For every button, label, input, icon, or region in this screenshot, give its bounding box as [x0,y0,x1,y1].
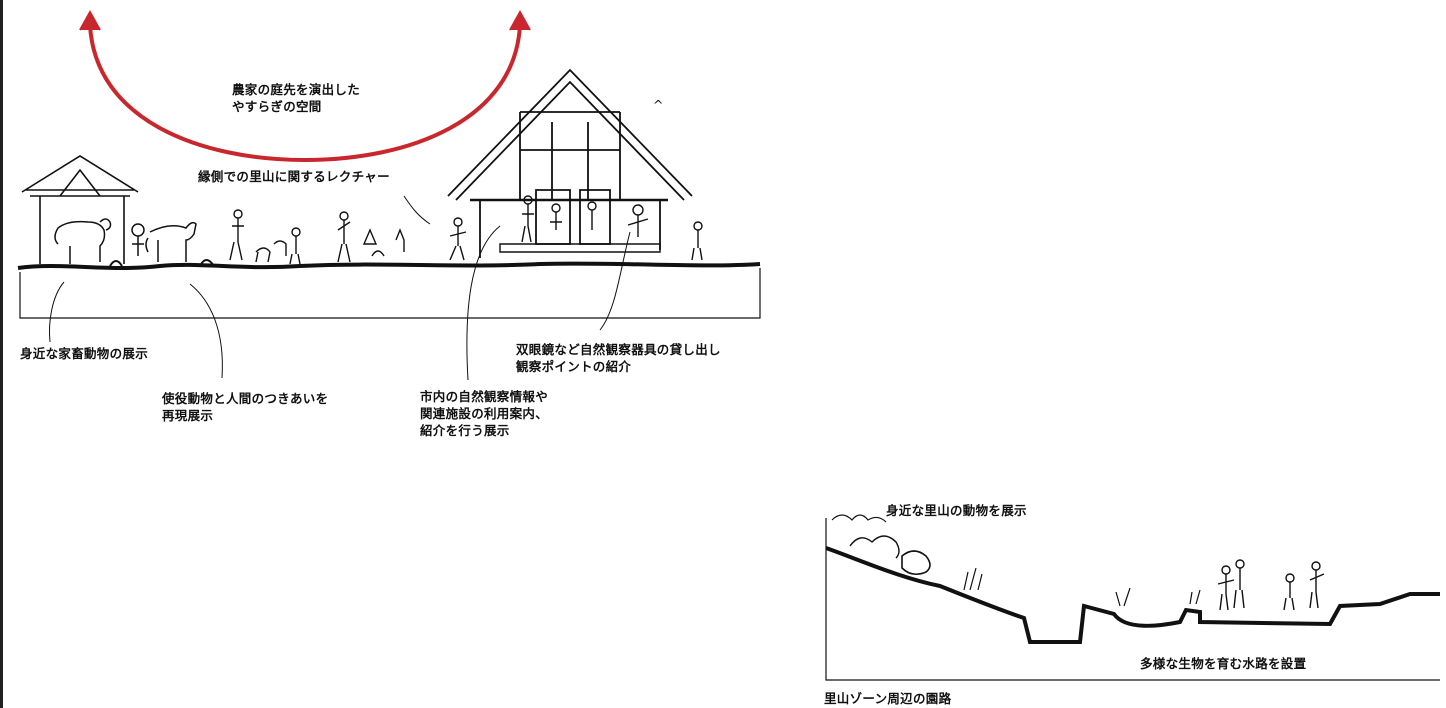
working-animals-caption: 使役動物と人間のつきあいを 再現展示 [162,391,329,423]
livestock-caption: 身近な家畜動物の展示 [20,346,149,361]
city-info-caption: 市内の自然観察情報や 関連施設の利用案内、 紹介を行う展示 [420,389,549,438]
working-animal-horse [131,221,197,262]
red-arc-arrow [79,9,531,163]
bottom-figures [1217,559,1325,611]
left-border [0,0,3,708]
small-shed [21,155,139,264]
engawa-caption: 縁側での里山に関するレクチャー [198,169,390,184]
bottom-cross-section [825,514,1440,681]
space-caption: 農家の庭先を演出した やすらぎの空間 [232,82,361,114]
visitor-figures [229,209,467,265]
livestock-cow [54,218,112,264]
farmhouse [447,68,693,258]
binoculars-caption: 双眼鏡など自然観察器具の貸し出し 観察ポイントの紹介 [516,342,721,374]
top-ground-section [17,259,761,319]
farmhouse-figures [521,195,703,261]
leader-lines-top [49,195,631,381]
section-title: 里山ゾーン周辺の園路 [824,691,952,706]
waterway-caption: 多様な生物を育む水路を設置 [1140,656,1307,671]
stray-mark: ^ [653,97,664,112]
animals-caption: 身近な里山の動物を展示 [886,503,1027,518]
